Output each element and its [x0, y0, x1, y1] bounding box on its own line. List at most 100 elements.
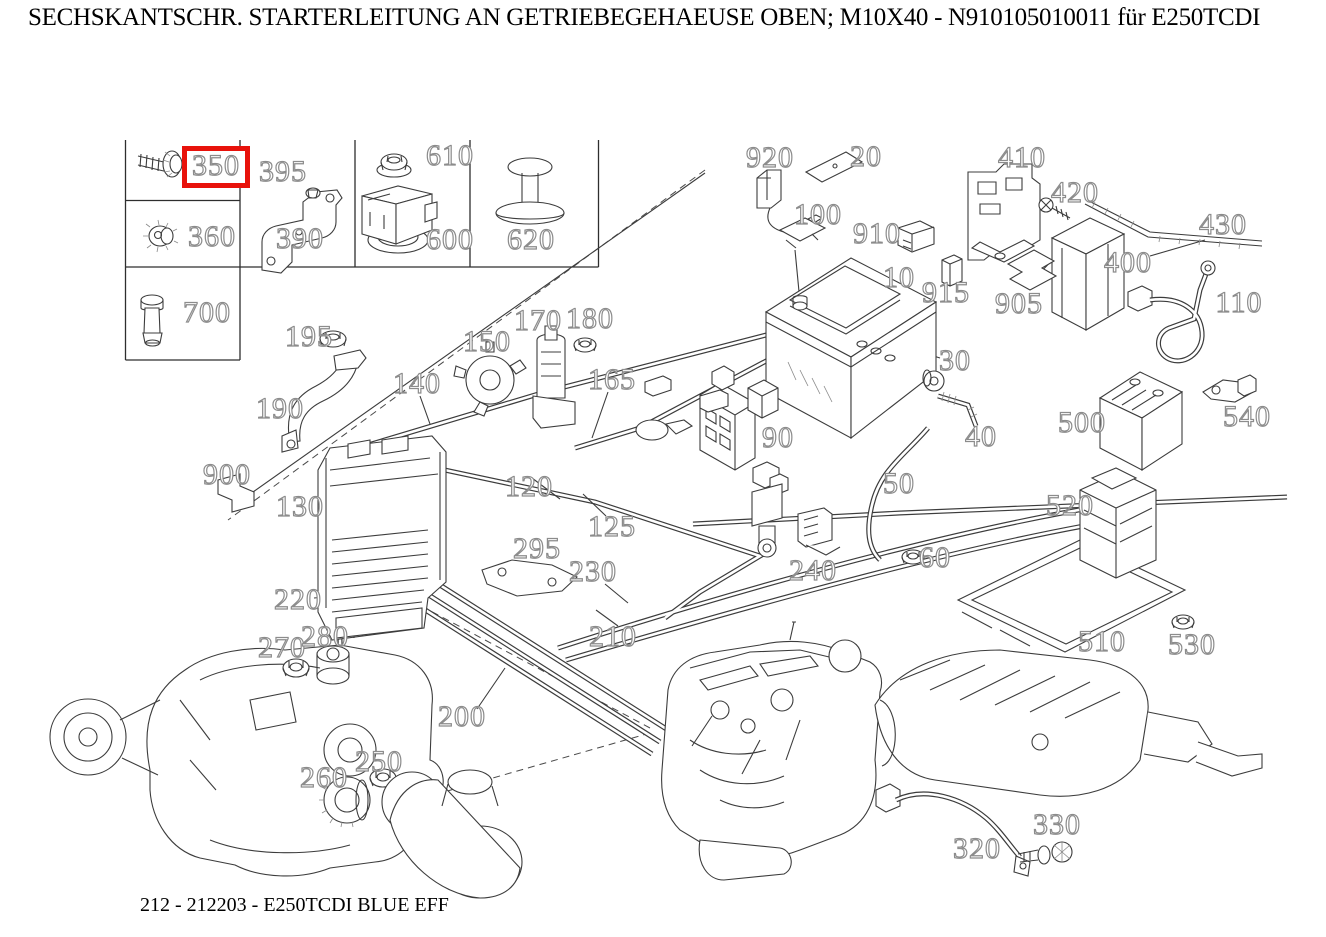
part-callout-400[interactable]: 400 — [1103, 246, 1152, 279]
part-callout-360[interactable]: 360 — [187, 220, 236, 253]
part-callout-620[interactable]: 620 — [506, 223, 555, 256]
page-title: SECHSKANTSCHR. STARTERLEITUNG AN GETRIEB… — [28, 4, 1261, 31]
bracket-390-icon — [261, 187, 343, 274]
ground-cable-320 — [875, 783, 1031, 877]
part-callout-510[interactable]: 510 — [1077, 625, 1126, 658]
part-callout-130[interactable]: 130 — [275, 490, 324, 523]
screw-350-icon — [137, 150, 183, 178]
bracket-190 — [281, 349, 367, 453]
part-callout-210[interactable]: 210 — [588, 620, 637, 653]
nut-270 — [282, 658, 310, 678]
part-callout-520[interactable]: 520 — [1045, 489, 1094, 522]
starter-motor-drawing — [381, 769, 523, 899]
relay-block-90 — [699, 365, 779, 471]
bracket-295 — [481, 559, 578, 597]
filter-260 — [319, 776, 371, 828]
part-callout-900[interactable]: 900 — [202, 458, 251, 491]
alternator-drawing — [49, 644, 444, 877]
connectors-165 — [635, 375, 729, 441]
part-callout-120[interactable]: 120 — [504, 470, 553, 503]
battery-drawing — [764, 257, 938, 440]
part-callout-295[interactable]: 295 — [512, 532, 561, 565]
part-callout-100[interactable]: 100 — [793, 198, 842, 231]
part-callout-170[interactable]: 170 — [513, 304, 562, 337]
part-callout-350[interactable]: 350 — [182, 146, 250, 188]
part-callout-420[interactable]: 420 — [1050, 176, 1099, 209]
nut-180 — [573, 337, 597, 353]
part-callout-430[interactable]: 430 — [1198, 208, 1247, 241]
nut-530 — [1171, 614, 1195, 630]
part-callout-150[interactable]: 150 — [462, 325, 511, 358]
control-box-400 — [1050, 217, 1126, 331]
part-callout-190[interactable]: 190 — [255, 392, 304, 425]
battery-tray-510 — [956, 467, 1187, 653]
nut-195 — [319, 330, 347, 348]
part-callout-40[interactable]: 40 — [964, 420, 997, 453]
module-600-icon — [361, 185, 438, 254]
footer-label: 212 - 212203 - E250TCDI BLUE EFF — [140, 894, 449, 916]
plug-30 — [922, 369, 945, 392]
part-callout-50[interactable]: 50 — [882, 467, 915, 500]
part-callout-180[interactable]: 180 — [565, 302, 614, 335]
part-callout-200[interactable]: 200 — [437, 700, 486, 733]
engine-drawing — [661, 621, 883, 881]
nut-610-icon — [376, 153, 412, 178]
part-callout-270[interactable]: 270 — [257, 631, 306, 664]
arrow-plate-905 — [1006, 249, 1058, 291]
part-callout-410[interactable]: 410 — [997, 141, 1046, 174]
part-callout-320[interactable]: 320 — [952, 832, 1001, 865]
plate-20 — [804, 151, 864, 183]
part-callout-395[interactable]: 395 — [258, 155, 307, 188]
part-callout-220[interactable]: 220 — [273, 583, 322, 616]
hose-50 — [866, 426, 930, 562]
bracket-410 — [967, 163, 1041, 263]
cable-110 — [1127, 260, 1216, 364]
part-callout-700[interactable]: 700 — [182, 296, 231, 329]
part-callout-90[interactable]: 90 — [761, 421, 794, 454]
part-callout-905[interactable]: 905 — [994, 287, 1043, 320]
fuse-915 — [941, 254, 963, 287]
part-callout-500[interactable]: 500 — [1057, 406, 1106, 439]
part-callout-260[interactable]: 260 — [299, 761, 348, 794]
part-callout-600[interactable]: 600 — [425, 223, 474, 256]
bolt-330 — [1017, 841, 1073, 865]
part-callout-30[interactable]: 30 — [938, 344, 971, 377]
part-callout-60[interactable]: 60 — [918, 541, 951, 574]
nut-60 — [901, 549, 925, 565]
aux-battery-500 — [1098, 371, 1184, 472]
part-callout-330[interactable]: 330 — [1032, 808, 1081, 841]
part-callout-230[interactable]: 230 — [568, 555, 617, 588]
part-callout-280[interactable]: 280 — [300, 620, 349, 653]
part-callout-165[interactable]: 165 — [587, 363, 636, 396]
motor-170 — [532, 325, 576, 429]
terminal-clamp-100 — [778, 214, 827, 249]
motor-150 — [453, 341, 527, 417]
clamp-540 — [1202, 374, 1257, 403]
washer-360-icon — [143, 219, 179, 253]
part-callout-920[interactable]: 920 — [745, 141, 794, 174]
part-callout-110[interactable]: 110 — [1215, 286, 1263, 319]
part-callout-250[interactable]: 250 — [354, 745, 403, 778]
part-callout-540[interactable]: 540 — [1222, 400, 1271, 433]
part-callout-915[interactable]: 915 — [921, 276, 970, 309]
part-callout-20[interactable]: 20 — [849, 140, 882, 173]
part-callout-390[interactable]: 390 — [275, 222, 324, 255]
cable-430 — [1084, 198, 1263, 250]
wedge-900 — [217, 473, 255, 513]
ecu-bracket-130 — [317, 435, 447, 641]
part-callout-910[interactable]: 910 — [852, 217, 901, 250]
part-callout-125[interactable]: 125 — [587, 510, 636, 543]
view-direction-arrows — [227, 169, 706, 797]
part-callout-140[interactable]: 140 — [392, 367, 441, 400]
part-callout-610[interactable]: 610 — [425, 139, 474, 172]
part-callout-10[interactable]: 10 — [882, 261, 915, 294]
part-callout-240[interactable]: 240 — [788, 554, 837, 587]
sensor-wire-920 — [756, 169, 785, 233]
transmission-drawing — [874, 649, 1263, 797]
part-callout-530[interactable]: 530 — [1167, 628, 1216, 661]
part-callout-195[interactable]: 195 — [284, 320, 333, 353]
sleeve-700-icon — [140, 294, 164, 347]
